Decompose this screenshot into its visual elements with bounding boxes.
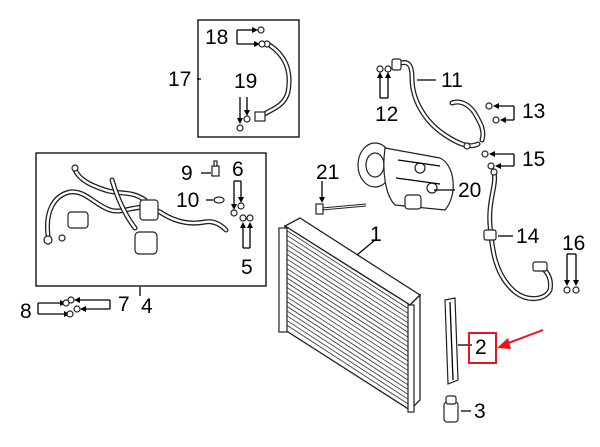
- mount-3: [443, 395, 471, 423]
- callout-6: 6: [232, 158, 244, 181]
- condenser-fin: [286, 249, 411, 330]
- condenser-fin: [286, 301, 411, 382]
- fastener-5: [239, 214, 254, 249]
- fastener-10: [206, 196, 225, 204]
- callout-9: 9: [181, 162, 193, 185]
- condenser-fins: [286, 230, 411, 406]
- callout-4: 4: [141, 295, 153, 318]
- compressor-20: [357, 142, 454, 211]
- condenser-fin: [286, 263, 411, 344]
- hose-assembly-4: [43, 164, 229, 255]
- highlight-arrow-head: [497, 338, 511, 349]
- fastener-15: [481, 150, 515, 170]
- highlight-box: [468, 332, 497, 364]
- callout-1: 1: [370, 223, 382, 246]
- hose-assembly-17: [254, 40, 292, 122]
- seal-strip-2: [444, 297, 472, 385]
- condenser-fin: [286, 306, 411, 387]
- bolt-21: [315, 181, 367, 215]
- callout-15: 15: [522, 148, 545, 171]
- callout-2: 2: [475, 336, 487, 359]
- callout-18: 18: [205, 26, 228, 49]
- condenser-fin: [286, 244, 411, 325]
- hose-14: [483, 168, 553, 301]
- fastener-8: [37, 299, 74, 318]
- callout-7: 7: [118, 293, 130, 316]
- callout-14: 14: [516, 225, 540, 248]
- fastener-7: [67, 296, 111, 313]
- callout-21: 21: [316, 161, 339, 184]
- condenser-fin: [286, 277, 411, 358]
- callout-16: 16: [562, 232, 585, 255]
- condenser-fin: [286, 291, 411, 373]
- condenser-fin: [286, 268, 411, 349]
- hose-11: [391, 58, 486, 150]
- callout-19: 19: [234, 70, 257, 93]
- group-box-4: [35, 152, 267, 287]
- fastener-18: [236, 26, 266, 48]
- condenser-fin: [286, 287, 411, 368]
- callout-3: 3: [474, 400, 486, 423]
- condenser-1: [278, 217, 422, 413]
- fastener-13: [485, 102, 515, 124]
- callout-13: 13: [522, 100, 545, 123]
- fastener-9: [201, 160, 220, 177]
- condenser-fin: [286, 315, 411, 397]
- leader-lines: [139, 78, 455, 296]
- condenser-fin: [286, 282, 411, 363]
- highlight-arrow: [505, 329, 544, 345]
- condenser-fin: [286, 239, 411, 320]
- condenser-fin: [286, 296, 411, 377]
- condenser-fin: [286, 258, 411, 339]
- callout-8: 8: [20, 300, 32, 323]
- callout-12: 12: [375, 103, 398, 126]
- condenser-fin: [286, 310, 411, 392]
- condenser-fin: [286, 324, 411, 406]
- condenser-fin: [286, 272, 411, 354]
- fastener-6: [230, 180, 245, 217]
- condenser-fin: [286, 320, 411, 401]
- callout-5: 5: [241, 256, 253, 279]
- condenser-fin: [286, 254, 411, 334]
- fastener-16: [563, 253, 580, 294]
- callout-10: 10: [176, 189, 199, 212]
- condenser-fin: [286, 235, 411, 315]
- callout-labels: 1 2 3 4 5 6 7 8 9 10 11 12 13 14 15 16 1…: [20, 26, 585, 423]
- callout-17: 17: [168, 68, 191, 91]
- highlight-callout-2: [468, 329, 544, 364]
- callout-20: 20: [458, 179, 481, 202]
- fastener-12: [376, 65, 392, 99]
- condenser-fin: [286, 230, 411, 311]
- callout-11: 11: [441, 69, 463, 92]
- fastener-19: [236, 97, 251, 132]
